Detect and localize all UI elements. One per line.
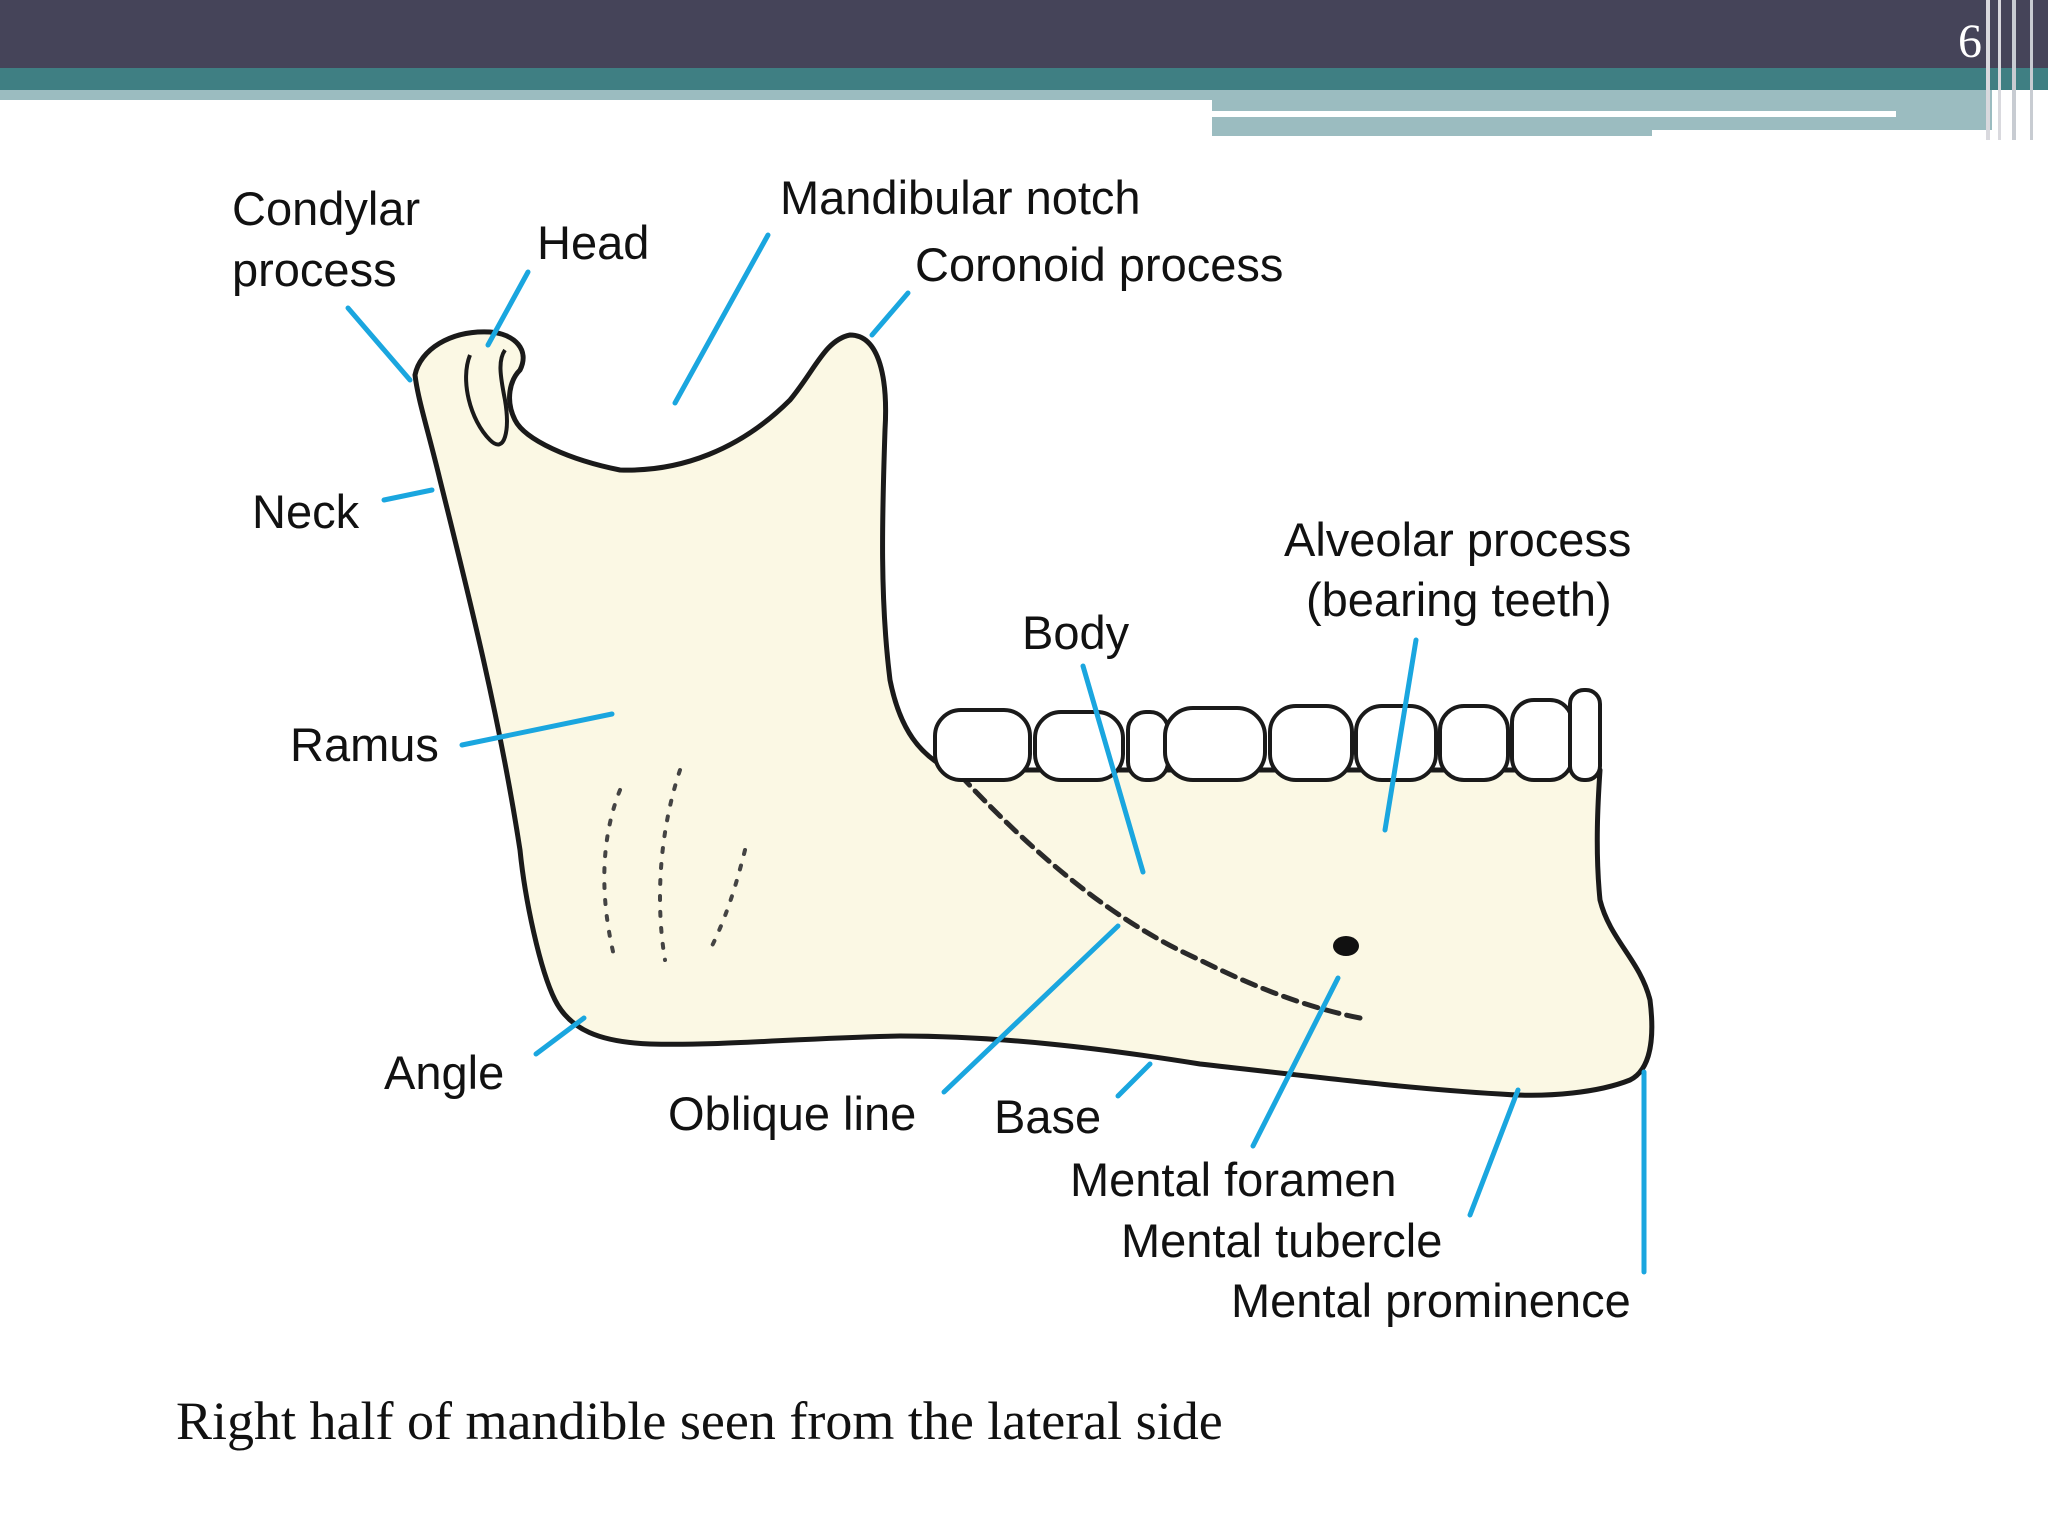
label-neck: Neck xyxy=(252,485,360,538)
header-stripe-4 xyxy=(2030,0,2033,140)
header-dark-bar xyxy=(0,0,2048,68)
header-white-stripe xyxy=(1212,111,1896,117)
label-alveolar-process-line1: Alveolar process xyxy=(1284,513,1631,566)
tooth xyxy=(1033,710,1125,782)
leader-head xyxy=(485,269,531,348)
header-stripe-3 xyxy=(2012,0,2016,140)
ramus-stipple-1 xyxy=(602,788,622,962)
oblique-ridge xyxy=(957,772,1363,1021)
label-mental-tubercle: Mental tubercle xyxy=(1121,1214,1442,1267)
label-mental-prominence: Mental prominence xyxy=(1231,1274,1631,1327)
header-teal-bar xyxy=(0,68,2048,90)
label-angle: Angle xyxy=(384,1046,504,1099)
leader-mental-tubercle xyxy=(1467,1087,1521,1218)
tooth xyxy=(1126,710,1170,782)
tooth xyxy=(1568,688,1602,782)
leader-condylar-process xyxy=(345,305,413,383)
label-oblique-line: Oblique line xyxy=(668,1087,916,1140)
slide-caption: Right half of mandible seen from the lat… xyxy=(176,1391,1223,1451)
label-ramus: Ramus xyxy=(290,718,439,771)
label-condylar-process-line2: process xyxy=(232,243,397,296)
leader-oblique-line xyxy=(941,923,1121,1095)
teeth xyxy=(933,688,1602,782)
mandible-bone xyxy=(412,329,1655,1098)
label-body: Body xyxy=(1022,606,1130,659)
header-light-bar-left xyxy=(0,90,1212,100)
header-white-notch xyxy=(1652,130,1992,140)
label-base: Base xyxy=(994,1090,1101,1143)
ramus-stipple-2 xyxy=(658,768,682,962)
slide-header: 6 xyxy=(0,0,2048,140)
tooth xyxy=(1438,704,1510,782)
tooth xyxy=(1510,698,1574,782)
leader-angle xyxy=(533,1015,587,1057)
label-condylar-process-line1: Condylar xyxy=(232,182,420,235)
leader-mental-foramen xyxy=(1250,975,1341,1149)
label-mandibular-notch: Mandibular notch xyxy=(780,171,1141,224)
leader-neck xyxy=(381,487,435,503)
leader-lines xyxy=(345,232,1647,1275)
label-mental-foramen: Mental foramen xyxy=(1070,1153,1397,1206)
mental-foramen-hole xyxy=(1333,936,1359,956)
condyle-contour xyxy=(464,348,509,447)
label-head: Head xyxy=(537,216,649,269)
header-stripe-2 xyxy=(1998,0,2001,140)
leader-ramus xyxy=(459,711,615,748)
leader-body xyxy=(1080,663,1146,875)
tooth xyxy=(1268,704,1354,782)
slide-number: 6 xyxy=(1958,15,1982,68)
leader-base xyxy=(1115,1061,1153,1099)
tooth xyxy=(1163,706,1267,782)
label-coronoid-process: Coronoid process xyxy=(915,238,1283,291)
leader-mandibular-notch xyxy=(672,232,771,406)
leader-alveolar-process xyxy=(1382,637,1419,833)
ramus-stipple-3 xyxy=(708,848,747,952)
label-alveolar-process-line2: (bearing teeth) xyxy=(1306,573,1612,626)
tooth xyxy=(1354,704,1438,782)
header-stripe-1 xyxy=(1986,0,1990,140)
tooth xyxy=(933,708,1032,782)
leader-coronoid-process xyxy=(869,290,911,338)
